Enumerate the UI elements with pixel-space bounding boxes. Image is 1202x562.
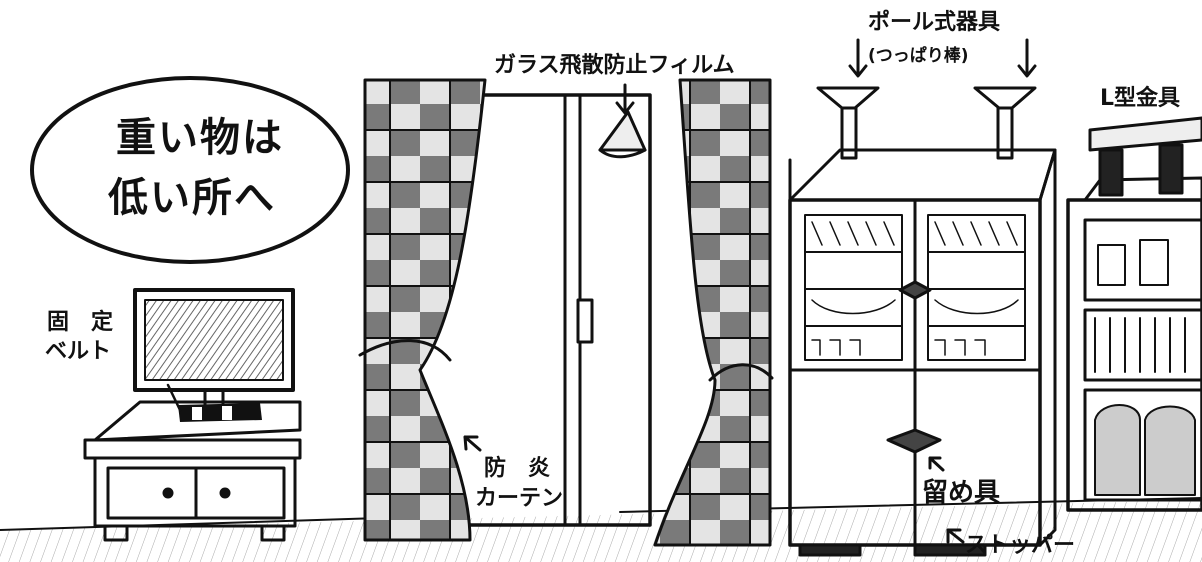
glass-film-label: ガラス飛散防止フィルム xyxy=(494,53,735,78)
film-arrow xyxy=(615,83,635,115)
cabinet xyxy=(788,148,1057,557)
l-bracket-label: L型金具 xyxy=(1100,86,1181,111)
television xyxy=(133,288,295,414)
stopper-arrow xyxy=(946,528,965,544)
curtain-arrow xyxy=(463,435,482,452)
fireproof-curtain-right xyxy=(653,78,774,547)
fireproof-curtain-left xyxy=(358,78,487,542)
fireproof-curtain-label-2: カーテン xyxy=(475,486,564,511)
latch-label: 留め具 xyxy=(922,478,1001,508)
heavy-items-line1: 重い物は xyxy=(116,115,284,161)
fixing-belt xyxy=(166,383,262,422)
latch-arrow xyxy=(928,456,945,472)
fireproof-curtain-label-1: 防 炎 xyxy=(484,456,551,481)
tv-stand xyxy=(83,400,302,542)
pole-device-right xyxy=(973,38,1037,160)
bookshelf xyxy=(1066,116,1202,512)
pole-device-left xyxy=(816,38,880,160)
fixing-belt-label-1: 固 定 xyxy=(47,310,114,335)
callout-ellipse xyxy=(30,76,350,264)
stopper-label: ストッパー xyxy=(965,533,1076,558)
heavy-items-line2: 低い所へ xyxy=(108,175,276,221)
fixing-belt-label-2: ベルト xyxy=(45,339,112,364)
pole-device-label: ポール式器具 xyxy=(868,10,1001,35)
pole-device-sublabel: (つっぱり棒) xyxy=(868,46,969,66)
